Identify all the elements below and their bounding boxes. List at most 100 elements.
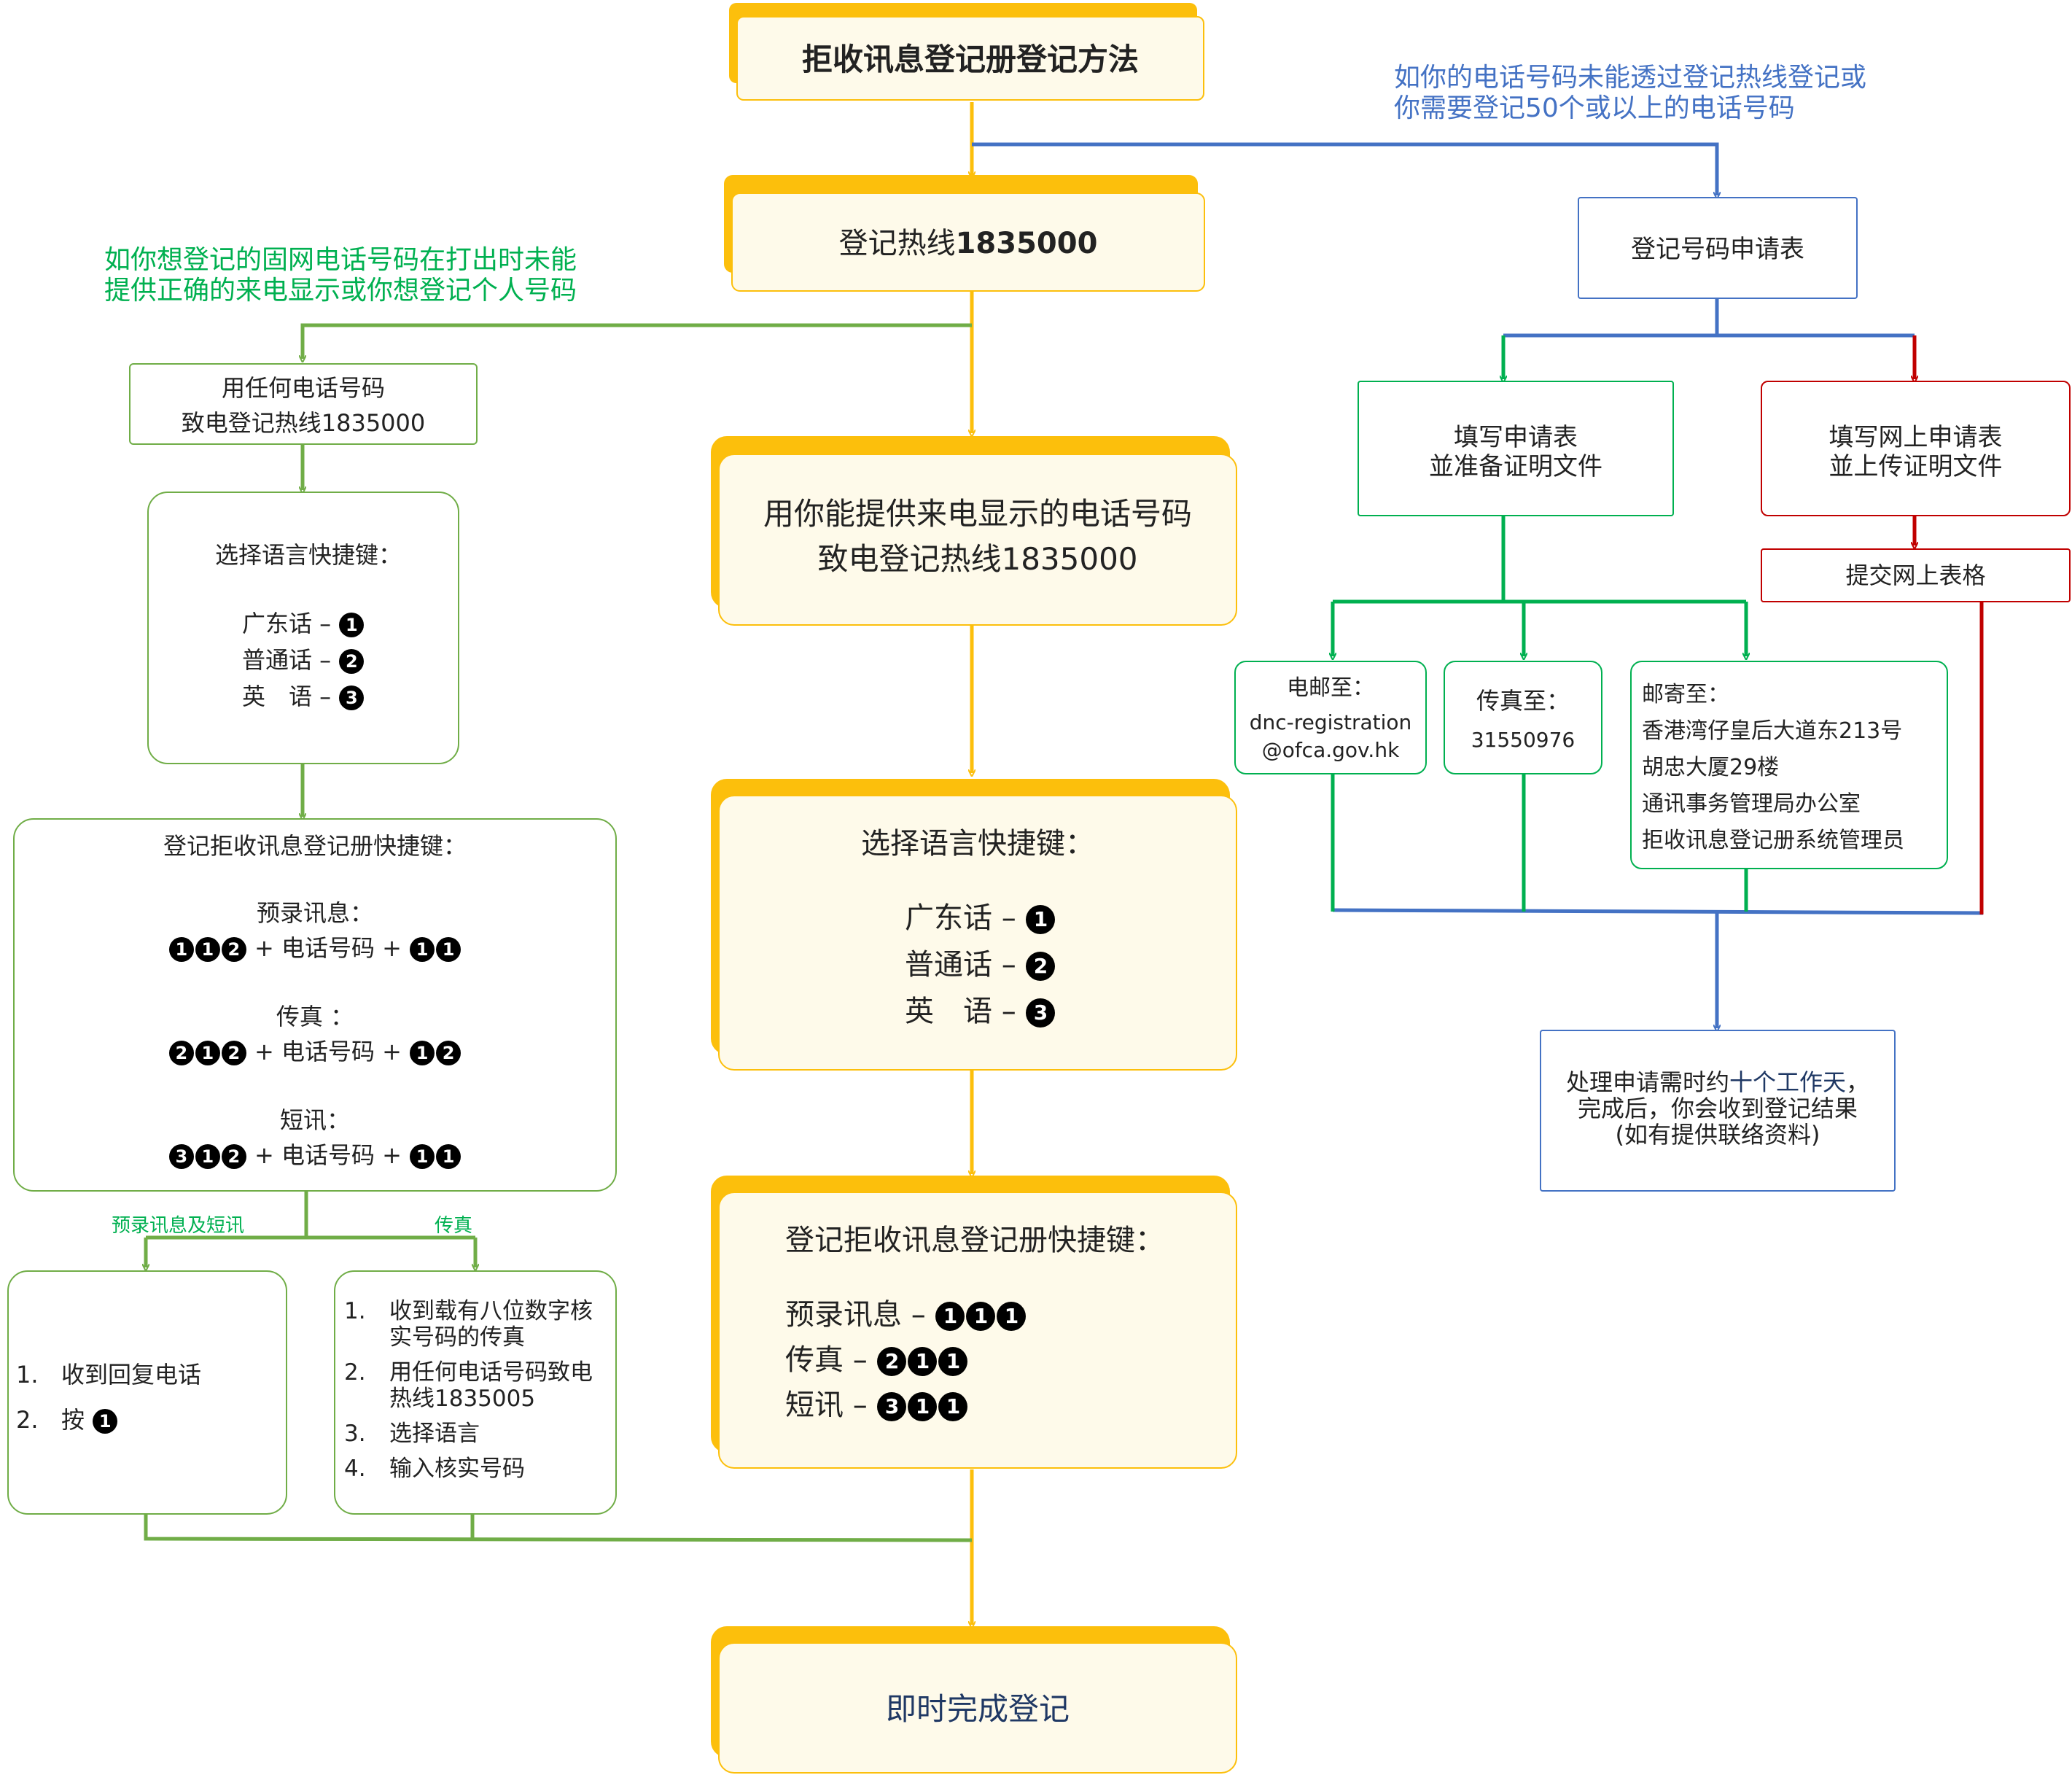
key-2-icon: 2 — [221, 1144, 246, 1169]
lang-label: 英 语 – — [242, 683, 339, 710]
step-number: 4. — [344, 1456, 366, 1482]
mail-address-line: 香港湾仔皇后大道东213号 — [1642, 718, 1903, 744]
key-2-icon: 2 — [168, 1041, 194, 1065]
callerid-line2: 致电登记热线1835000 — [817, 541, 1138, 577]
hotline-number: 1835000 — [955, 227, 1098, 260]
key-2-icon: 2 — [436, 1041, 461, 1065]
fax-to-box: 传真至： 31550976 — [1444, 661, 1602, 774]
shortcut-middle: + 电话号码 + — [246, 1038, 410, 1065]
submit-online-label: 提交网上表格 — [1845, 562, 1986, 589]
shortcut-group-label: 短讯： — [279, 1106, 350, 1134]
step-text: 收到回复电话 — [61, 1361, 202, 1388]
left-call-line1: 用任何电话号码 — [221, 374, 385, 402]
fax-to-number: 31550976 — [1471, 728, 1576, 752]
step-text: 选择语言 — [389, 1421, 480, 1447]
shortcut-label: 传真 – — [785, 1343, 877, 1377]
mail-address: 香港湾仔皇后大道东213号胡忠大厦29楼通讯事务管理局办公室拒收讯息登记册系统管… — [1642, 713, 1947, 859]
center-shortcut-heading: 登记拒收讯息登记册快捷键： — [785, 1224, 1164, 1257]
key-1-icon: 1 — [908, 1392, 938, 1421]
left-lang-heading: 选择语言快捷键： — [214, 541, 402, 569]
key-1-icon: 1 — [436, 937, 461, 962]
shortcut-middle: + 电话号码 + — [246, 934, 410, 962]
key-1-icon: 1 — [1026, 905, 1056, 934]
key-3-icon: 3 — [339, 685, 365, 710]
fax-to-label: 传真至： — [1476, 687, 1570, 715]
left-note-line2: 提供正确的来电显示或你想登记个人号码 — [104, 276, 577, 306]
mail-address-line: 拒收讯息登记册系统管理员 — [1642, 828, 1904, 853]
process-line2: 完成后，你会收到登记结果 — [1577, 1095, 1858, 1122]
step-text: 用任何电话号码致电热线1835005 — [389, 1359, 593, 1412]
title-box: 拒收讯息登记册登记方法 — [736, 16, 1204, 101]
shortcut-label: 短讯 – — [785, 1388, 877, 1422]
left-lang-item: 英 语 – 3 — [242, 678, 458, 715]
left-branch-note: 如你想登记的固网电话号码在打出时未能 提供正确的来电显示或你想登记个人号码 — [104, 245, 577, 306]
process-line1c: ， — [1846, 1068, 1870, 1096]
key-2-icon: 2 — [339, 649, 365, 674]
key-3-icon: 3 — [168, 1144, 194, 1169]
form-box-label: 登记号码申请表 — [1631, 235, 1804, 264]
left-lang-item: 普通话 – 2 — [242, 642, 458, 678]
branch-label-left: 预录讯息及短讯 — [112, 1215, 245, 1237]
paper-box: 填写申请表 並准备证明文件 — [1358, 381, 1674, 516]
lang-label: 广东话 – — [242, 610, 339, 637]
fax-step: 1.收到载有八位数字核实号码的传真 — [344, 1298, 602, 1351]
key-1-icon: 1 — [195, 1041, 220, 1065]
key-1-icon: 1 — [436, 1144, 461, 1169]
shortcut-group-label: 预录讯息： — [256, 899, 373, 927]
step-number: 1. — [16, 1361, 39, 1388]
left-note-line1: 如你想登记的固网电话号码在打出时未能 — [104, 245, 577, 275]
key-1-icon: 1 — [966, 1302, 996, 1331]
form-box: 登记号码申请表 — [1578, 197, 1858, 299]
key-1-icon: 1 — [908, 1347, 938, 1376]
process-line3: (如有提供联络资料) — [1615, 1121, 1820, 1149]
left-lang-item: 广东话 – 1 — [242, 605, 458, 642]
step-number: 2. — [16, 1406, 39, 1434]
process-box: 处理申请需时约十个工作天， 完成后，你会收到登记结果 (如有提供联络资料) — [1540, 1030, 1896, 1192]
fax-step: 4. 输入核实号码 — [344, 1456, 602, 1482]
online-line1: 填写网上申请表 — [1828, 423, 2003, 452]
reply-step: 1. 收到回复电话 — [16, 1356, 286, 1393]
step-number: 2. — [344, 1359, 366, 1386]
email-box: 电邮至： dnc-registration @ofca.gov.hk — [1234, 661, 1427, 774]
center-lang-item: 广东话 – 1 — [905, 896, 1236, 941]
key-1-icon: 1 — [938, 1392, 968, 1421]
key-1-icon: 1 — [935, 1302, 965, 1331]
key-1-icon: 1 — [997, 1302, 1027, 1331]
online-line2: 並上传证明文件 — [1828, 452, 2003, 481]
key-2-icon: 2 — [221, 1041, 246, 1065]
key-1-icon: 1 — [195, 937, 220, 962]
callerid-box: 用你能提供来电显示的电话号码 致电登记热线1835000 — [718, 454, 1237, 626]
left-call-line2: 致电登记热线1835000 — [181, 409, 426, 437]
email-line1: dnc-registration — [1249, 710, 1412, 734]
mail-box: 邮寄至： 香港湾仔皇后大道东213号胡忠大厦29楼通讯事务管理局办公室拒收讯息登… — [1630, 661, 1948, 869]
step-text: 输入核实号码 — [389, 1456, 525, 1482]
left-reply-box: 1. 收到回复电话 2.按 1 — [7, 1270, 287, 1515]
paper-line1: 填写申请表 — [1454, 423, 1578, 452]
mail-address-line: 胡忠大厦29楼 — [1642, 755, 1780, 780]
lang-label: 英 语 – — [905, 995, 1026, 1028]
key-1-icon: 1 — [410, 1144, 435, 1169]
key-3-icon: 3 — [877, 1392, 907, 1421]
step-number: 1. — [344, 1298, 366, 1324]
reply-step: 2.按 1 — [16, 1402, 286, 1438]
hotline-prefix: 登记热线 — [838, 227, 956, 260]
key-1-icon: 1 — [938, 1347, 968, 1376]
mail-label: 邮寄至： — [1642, 682, 1729, 707]
left-call-box: 用任何电话号码 致电登记热线1835000 — [129, 363, 478, 445]
process-line1b: 十个工作天 — [1729, 1068, 1846, 1096]
key-1-icon: 1 — [93, 1409, 118, 1434]
right-note-line1: 如你的电话号码未能透过登记热线登记或 — [1394, 63, 1867, 93]
right-branch-note: 如你的电话号码未能透过登记热线登记或 你需要登记50个或以上的电话号码 — [1394, 63, 1866, 124]
